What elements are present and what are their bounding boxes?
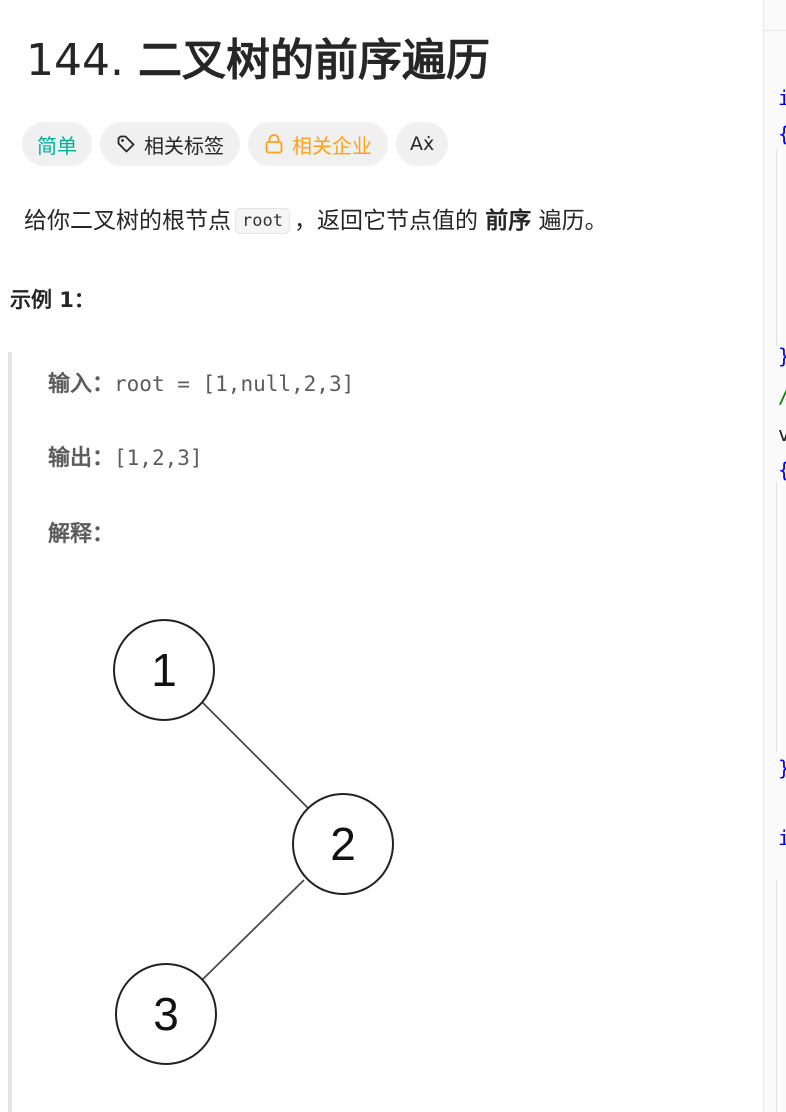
- tree-node-2: 2: [292, 793, 394, 895]
- editor-top-divider: [764, 30, 786, 31]
- tree-node-3: 3: [115, 963, 217, 1065]
- example-block: 输入：root = [1,null,2,3] 输出：[1,2,3] 解释：: [8, 352, 752, 1112]
- binary-tree-diagram: 1 2 3: [113, 619, 394, 1065]
- description-text-2: ，返回它节点值的: [293, 208, 478, 234]
- lock-icon: [264, 133, 284, 155]
- problem-title: 144. 二叉树的前序遍历: [26, 30, 490, 92]
- code-line-8: i: [778, 826, 786, 850]
- output-value: [1,2,3]: [114, 446, 203, 470]
- code-line-2: {: [778, 122, 786, 146]
- code-line-6: {: [778, 458, 786, 482]
- difficulty-badge[interactable]: 简单: [22, 122, 92, 166]
- code-line-4: /: [778, 384, 786, 408]
- code-line-7: }: [778, 756, 786, 780]
- input-label: 输入：: [48, 372, 115, 397]
- description-bold: 前序: [485, 208, 532, 234]
- translate-button[interactable]: Aẋ: [396, 122, 449, 166]
- indent-guide-3: [776, 880, 777, 1112]
- input-value: root = [1,null,2,3]: [114, 372, 355, 396]
- example-input: 输入：root = [1,null,2,3]: [48, 366, 354, 398]
- description-text-3: 遍历。: [538, 208, 608, 234]
- tree-node-1: 1: [113, 619, 215, 721]
- problem-name: 二叉树的前序遍历: [137, 35, 490, 86]
- explanation-label: 解释：: [48, 522, 115, 547]
- code-line-5: v: [778, 422, 786, 446]
- code-line-1: i: [778, 86, 786, 110]
- edge-1-2: [199, 699, 309, 809]
- tree-node-2-label: 2: [330, 818, 356, 870]
- related-companies-button[interactable]: 相关企业: [248, 122, 388, 166]
- tree-node-1-label: 1: [151, 644, 177, 696]
- problem-number: 144.: [26, 35, 124, 86]
- example-output: 输出：[1,2,3]: [48, 440, 203, 472]
- edge-2-3: [201, 879, 305, 981]
- output-label: 输出：: [48, 446, 115, 471]
- related-tags-button[interactable]: 相关标签: [100, 122, 240, 166]
- example-title: 示例 1：: [10, 288, 95, 312]
- tag-row: 简单 相关标签 相关企业 Aẋ: [22, 122, 449, 166]
- related-companies-label: 相关企业: [292, 133, 372, 158]
- difficulty-label: 简单: [37, 133, 77, 158]
- code-editor-panel[interactable]: i { } / v { } i: [763, 0, 786, 1112]
- tree-node-3-label: 3: [153, 988, 179, 1040]
- inline-code-root: root: [235, 208, 290, 234]
- related-tags-label: 相关标签: [144, 133, 224, 158]
- description-text-1: 给你二叉树的根节点: [24, 208, 231, 234]
- code-line-3: }: [778, 344, 786, 368]
- indent-guide-2: [776, 482, 777, 752]
- indent-guide-1: [776, 150, 777, 346]
- tag-icon: [116, 134, 136, 154]
- example-explanation: 解释：: [48, 516, 114, 548]
- translate-icon: Aẋ: [410, 133, 435, 155]
